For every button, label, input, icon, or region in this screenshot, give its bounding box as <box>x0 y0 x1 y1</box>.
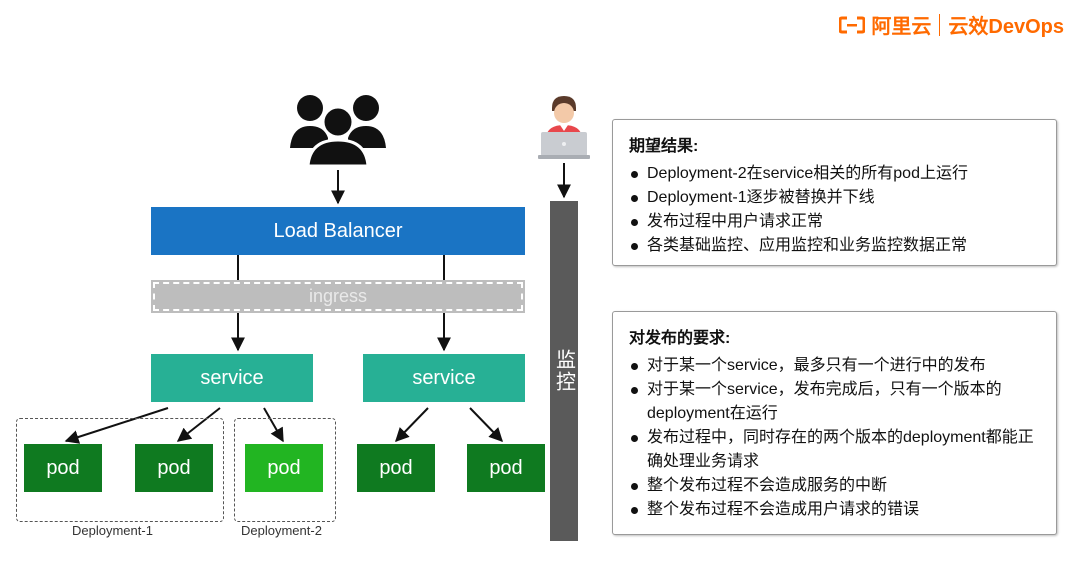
users-icon <box>290 95 386 166</box>
list-item: 整个发布过程不会造成用户请求的错误 <box>629 498 1042 522</box>
list-item: 各类基础监控、应用监控和业务监控数据正常 <box>629 234 1042 258</box>
arrow-svc2-pod4 <box>395 407 429 443</box>
pod-deployment-1-a: pod <box>24 444 102 492</box>
ingress-box: ingress <box>151 280 525 313</box>
load-balancer-box: Load Balancer <box>151 207 525 255</box>
deployment-1-label: Deployment-1 <box>72 523 153 538</box>
expected-results-list: Deployment-2在service相关的所有pod上运行 Deployme… <box>629 162 1042 258</box>
expected-results-panel: 期望结果: Deployment-2在service相关的所有pod上运行 De… <box>612 119 1057 266</box>
service-box-2: service <box>363 354 525 402</box>
service-box-1: service <box>151 354 313 402</box>
list-item: 对于某一个service，最多只有一个进行中的发布 <box>629 354 1042 378</box>
arrow-svc1-pod3 <box>263 407 284 443</box>
brand-product: 云效DevOps <box>948 16 1064 38</box>
list-item: 对于某一个service，发布完成后，只有一个版本的deployment在运行 <box>629 378 1042 426</box>
deployment-2-label: Deployment-2 <box>241 523 322 538</box>
requirements-panel: 对发布的要求: 对于某一个service，最多只有一个进行中的发布 对于某一个s… <box>612 311 1057 535</box>
pod-service-2-a: pod <box>357 444 435 492</box>
list-item: 发布过程中用户请求正常 <box>629 210 1042 234</box>
list-item: 发布过程中，同时存在的两个版本的deployment都能正确处理业务请求 <box>629 426 1042 474</box>
deployment-1-group <box>16 418 224 522</box>
brand-name: 阿里云 <box>871 16 932 38</box>
brand-separator <box>939 13 941 36</box>
arrow-svc2-pod5 <box>469 407 503 443</box>
requirements-title: 对发布的要求: <box>629 330 731 347</box>
list-item: Deployment-2在service相关的所有pod上运行 <box>629 162 1042 186</box>
pod-service-2-b: pod <box>467 444 545 492</box>
monitoring-bar: 监控 <box>550 201 578 541</box>
arrow-svc1-pod2 <box>176 407 221 442</box>
pod-deployment-1-b: pod <box>135 444 213 492</box>
brand-logo: 阿里云 云效DevOps <box>839 10 1064 39</box>
pod-deployment-2: pod <box>245 444 323 492</box>
list-item: Deployment-1逐步被替换并下线 <box>629 186 1042 210</box>
deployment-2-group <box>234 418 336 522</box>
monitoring-label: 监控 <box>552 349 575 393</box>
expected-results-title: 期望结果: <box>629 138 699 155</box>
requirements-list: 对于某一个service，最多只有一个进行中的发布 对于某一个service，发… <box>629 354 1042 522</box>
arrow-svc1-pod1 <box>64 407 169 444</box>
list-item: 整个发布过程不会造成服务的中断 <box>629 474 1042 498</box>
developer-laptop-icon <box>538 96 590 159</box>
aliyun-logo-icon <box>839 16 866 33</box>
